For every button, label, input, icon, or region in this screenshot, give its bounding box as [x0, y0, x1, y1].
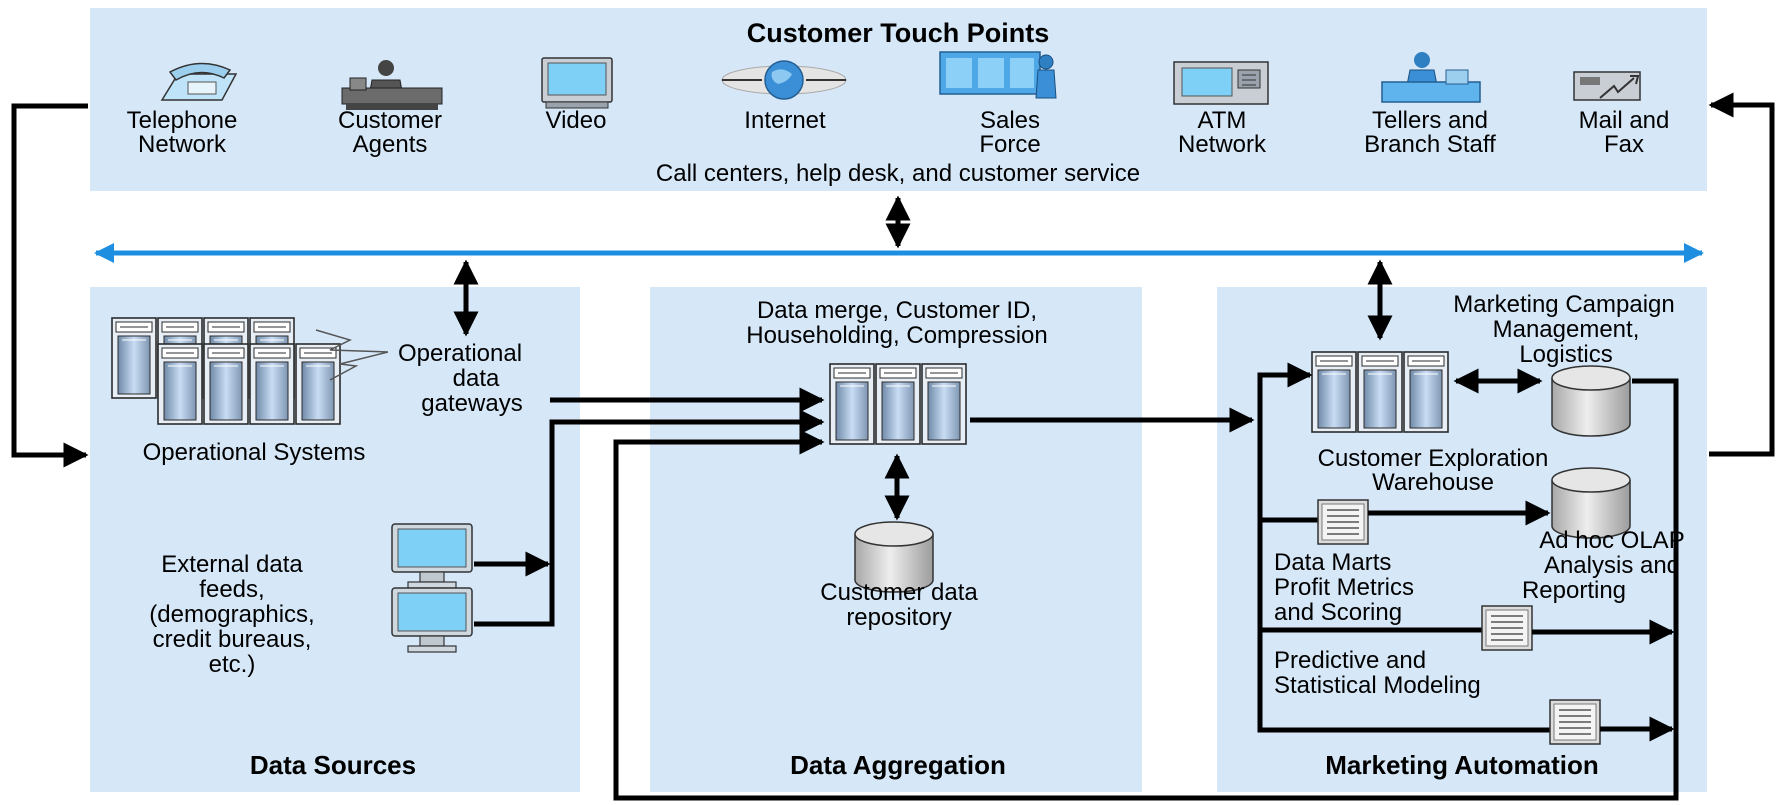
- operational-systems-label: Operational Systems: [143, 439, 366, 466]
- tp-label-tellers-1: Tellers and: [1372, 107, 1488, 134]
- touch-points-subtitle: Call centers, help desk, and customer se…: [656, 160, 1140, 187]
- tp-label-atm-2: Network: [1178, 131, 1267, 158]
- campaign-label-2: Management,: [1493, 316, 1640, 343]
- customer-agent-icon: [341, 60, 443, 110]
- touch-points-title: Customer Touch Points: [747, 18, 1050, 48]
- tp-label-atm-1: ATM: [1198, 107, 1247, 134]
- data-marts-report-icon: [1317, 499, 1369, 545]
- tp-label-video: Video: [546, 107, 607, 134]
- marts-label-2: Profit Metrics: [1274, 574, 1414, 601]
- repository-label-2: repository: [846, 604, 951, 631]
- tp-label-agents-1: Customer: [338, 107, 442, 134]
- tp-label-mail-2: Fax: [1604, 131, 1644, 158]
- marts-label-3: and Scoring: [1274, 599, 1402, 626]
- tp-label-telephone-2: Network: [138, 131, 227, 158]
- tp-label-telephone-1: Telephone: [127, 107, 238, 134]
- feedback-loop-right: [1708, 92, 1775, 457]
- modeling-label-1: Predictive and: [1274, 647, 1426, 674]
- tp-label-sales-1: Sales: [980, 107, 1040, 134]
- data-aggregation-title: Data Aggregation: [790, 750, 1006, 780]
- sales-force-icon: [939, 51, 1057, 99]
- tp-label-sales-2: Force: [979, 131, 1040, 158]
- repository-label-1: Customer data: [820, 579, 978, 606]
- olap-label-3: Reporting: [1522, 577, 1626, 604]
- external-label-2: feeds,: [199, 576, 264, 603]
- tp-label-tellers-2: Branch Staff: [1364, 131, 1496, 158]
- marketing-right-collector: [1632, 378, 1679, 778]
- gateway-label-1: Operational: [398, 340, 522, 367]
- warehouse-label-1: Customer Exploration: [1318, 445, 1549, 472]
- aggregation-header-1: Data merge, Customer ID,: [757, 297, 1037, 324]
- feedback-loop-left: [11, 103, 89, 468]
- gateway-lightning-icon: [315, 329, 389, 381]
- olap-label-2: Analysis and: [1544, 552, 1680, 579]
- tp-label-mail-1: Mail and: [1579, 107, 1670, 134]
- tp-label-agents-2: Agents: [353, 131, 428, 158]
- aggregation-header-2: Householding, Compression: [746, 322, 1048, 349]
- tp-label-internet: Internet: [744, 107, 826, 134]
- marketing-return-loop: [613, 429, 1679, 801]
- data-sources-title: Data Sources: [250, 750, 416, 780]
- scoring-report-icon: [1481, 605, 1533, 651]
- external-label-3: (demographics,: [149, 601, 314, 628]
- marketing-automation-title: Marketing Automation: [1325, 750, 1598, 780]
- external-label-4: credit bureaus,: [153, 626, 312, 653]
- modeling-report-icon: [1549, 699, 1601, 745]
- atm-icon: [1173, 61, 1269, 105]
- teller-icon: [1381, 52, 1481, 103]
- campaign-label-3: Logistics: [1519, 341, 1612, 368]
- gateway-label-2: data: [453, 365, 500, 392]
- campaign-database-cylinder: [1551, 365, 1631, 437]
- aggregation-servers: [829, 363, 967, 445]
- gateway-label-3: gateways: [421, 390, 522, 417]
- telephone-icon: [160, 62, 238, 101]
- video-monitor-icon: [541, 57, 613, 109]
- olap-label-1: Ad hoc OLAP: [1539, 527, 1684, 554]
- external-feed-flow: [474, 409, 825, 627]
- modeling-label-2: Statistical Modeling: [1274, 672, 1481, 699]
- exploration-warehouse-servers: [1311, 351, 1449, 433]
- warehouse-label-2: Warehouse: [1372, 469, 1494, 496]
- mail-fax-icon: [1573, 71, 1641, 101]
- internet-globe-icon: [721, 60, 847, 100]
- campaign-label-1: Marketing Campaign: [1453, 291, 1674, 318]
- external-label-5: etc.): [209, 651, 256, 678]
- external-label-1: External data: [161, 551, 303, 578]
- marts-label-1: Data Marts: [1274, 549, 1391, 576]
